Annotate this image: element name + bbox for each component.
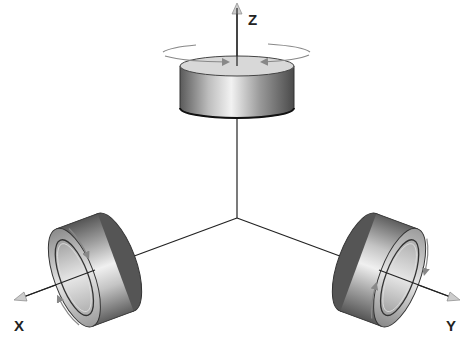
- z-wheel: [163, 8, 310, 118]
- axis-label: X: [14, 318, 24, 333]
- axis-label: Y: [446, 318, 456, 333]
- axis-label: Z: [248, 12, 257, 27]
